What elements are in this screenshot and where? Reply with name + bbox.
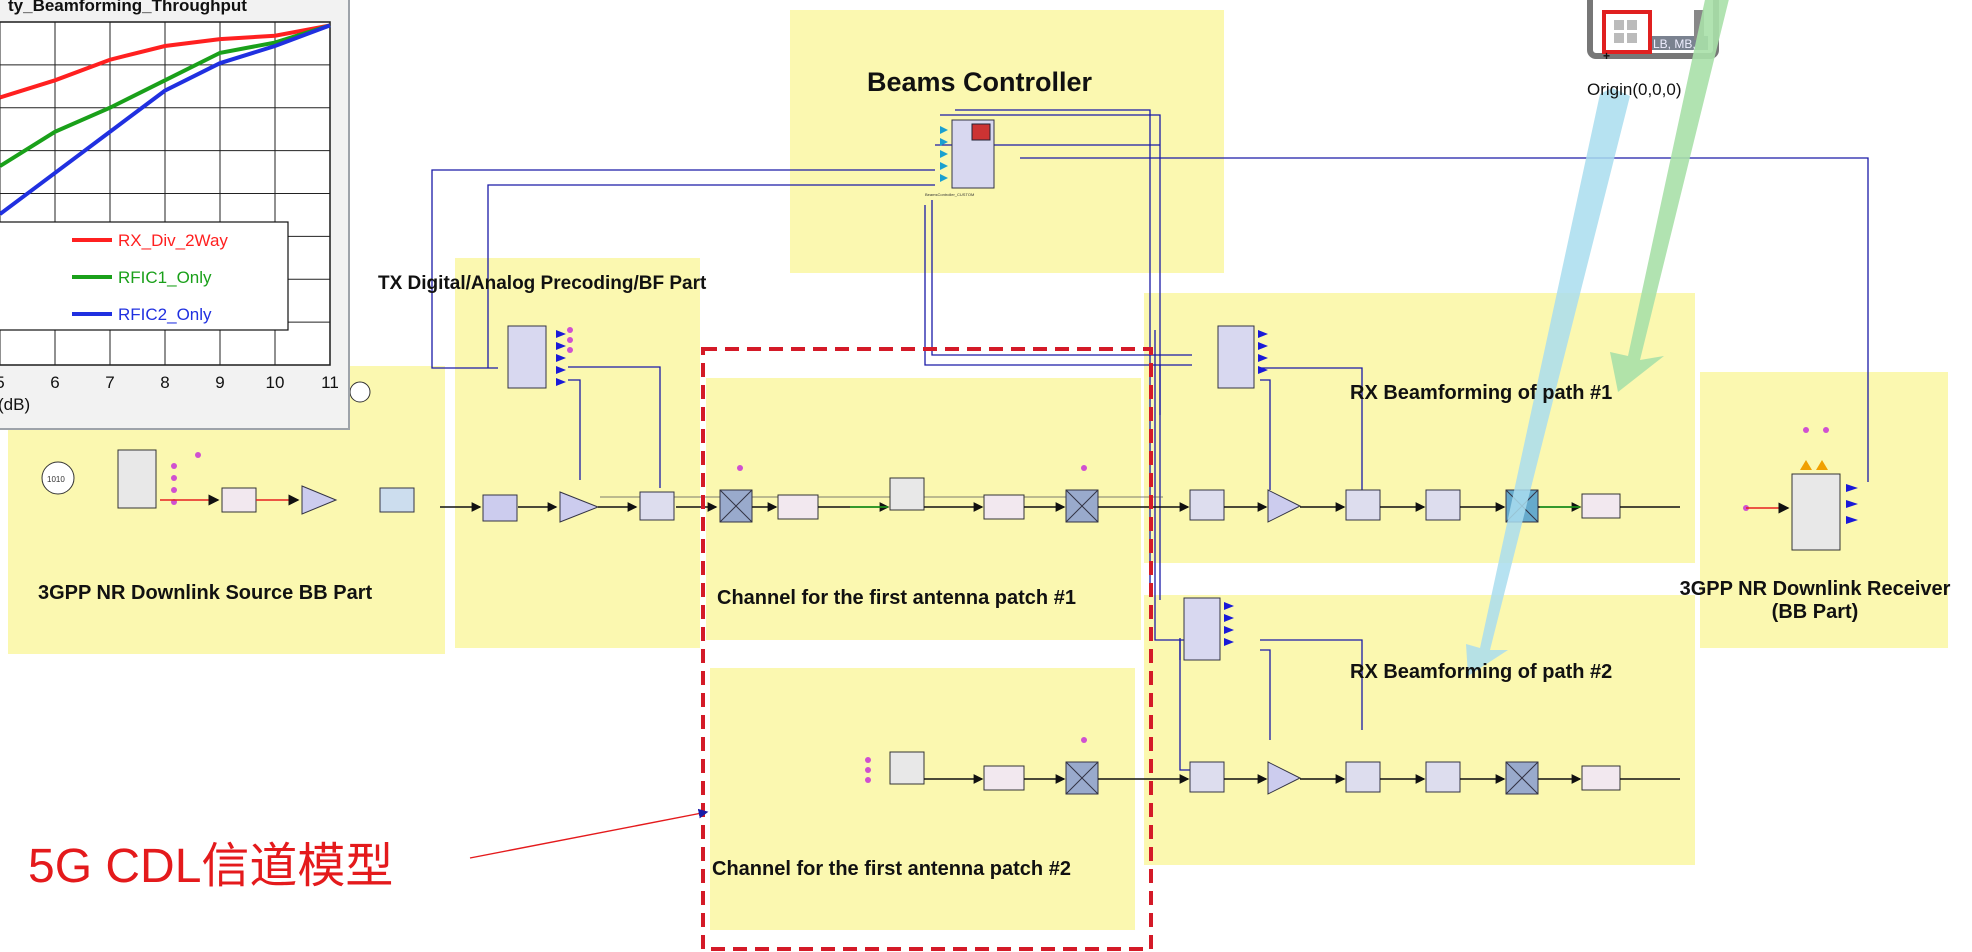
chart-legend-label: RFIC1_Only: [118, 268, 212, 287]
svg-text:BeamsController_CUSTOM: BeamsController_CUSTOM: [925, 192, 974, 197]
green-pointer-arrow: [1610, 0, 1729, 392]
chart-series-line: [0, 23, 331, 168]
chart-series-line: [0, 23, 331, 216]
channel-2-title: Channel for the first antenna patch #2: [712, 858, 1071, 880]
beams-controller-block[interactable]: BeamsController_CUSTOM: [925, 119, 995, 197]
cyan-pointer-arrow: [1466, 88, 1630, 676]
origin-label: Origin(0,0,0): [1587, 80, 1682, 99]
chart-x-ticks: 5 6 7 8 9 10 11: [0, 373, 339, 392]
channel-2-region: [710, 668, 1135, 930]
chart-legend-label: RFIC2_Only: [118, 305, 212, 324]
receiver-title-line1: 3GPP NR Downlink Receiver: [1679, 578, 1951, 600]
chart-x-tick-label: 8: [160, 373, 169, 392]
rx-path-1-title: RX Beamforming of path #1: [1350, 382, 1613, 404]
receiver-title: 3GPP NR Downlink Receiver (BB Part): [1660, 578, 1970, 624]
chart-x-tick-label: 10: [266, 373, 285, 392]
svg-text:1010: 1010: [47, 475, 65, 484]
svg-text:+: +: [1603, 49, 1610, 63]
cdl-channel-frame: [701, 347, 1153, 951]
throughput-chart-panel: 5 6 7 8 9 10 11 RX_Div_2WayRFIC1_OnlyRFIC2_Onl…: [0, 0, 350, 430]
callout-pointer: [469, 808, 709, 859]
rx-path-1-blocks[interactable]: [1189, 325, 1621, 523]
receiver-block[interactable]: [1743, 427, 1858, 551]
chart-series-line: [0, 23, 331, 100]
channel-1-blocks[interactable]: [719, 465, 1099, 523]
channel-1-title: Channel for the first antenna patch #1: [717, 587, 1076, 609]
chart-x-tick-label: 9: [215, 373, 224, 392]
rx-path-2-blocks[interactable]: [1183, 597, 1621, 795]
chart-x-tick-label: 11: [321, 373, 339, 392]
red-wires: [160, 494, 1790, 514]
rx-path-2-region: [1144, 595, 1695, 865]
chart-x-tick-label: 6: [50, 373, 59, 392]
antenna-module-icon: +: [1587, 0, 1719, 63]
throughput-chart: 5 6 7 8 9 10 11 RX_Div_2WayRFIC1_OnlyRFIC2_Onl…: [0, 0, 339, 414]
receiver-title-line2: (BB Part): [1771, 601, 1859, 623]
signal-wires: [440, 502, 1680, 784]
channel-2-blocks[interactable]: [865, 737, 1099, 795]
chart-lines: [0, 23, 331, 216]
cdl-channel-callout: 5G CDL信道模型: [28, 840, 394, 893]
chart-x-tick-label: 7: [105, 373, 114, 392]
antenna-band-tag: LB, MB,: [1653, 37, 1696, 51]
tx-precoding-blocks[interactable]: [482, 325, 675, 523]
beams-controller-title: Beams Controller: [867, 67, 1093, 97]
chart-x-tick-label: 5: [0, 373, 5, 392]
chart-legend-label: RX_Div_2Way: [118, 231, 228, 250]
tx-part-title: TX Digital/Analog Precoding/BF Part: [378, 273, 707, 294]
beams-controller-region: [790, 10, 1224, 273]
rx-path-2-title: RX Beamforming of path #2: [1350, 661, 1613, 683]
chart-legend-box: [0, 221, 289, 331]
chart-x-label: (dB): [0, 395, 30, 414]
source-bb-blocks[interactable]: 1010: [41, 381, 415, 515]
source-bb-title: 3GPP NR Downlink Source BB Part: [38, 582, 373, 604]
chart-title: ty_Beamforming_Throughput: [8, 0, 247, 15]
tx-precoding-region: [455, 258, 700, 648]
